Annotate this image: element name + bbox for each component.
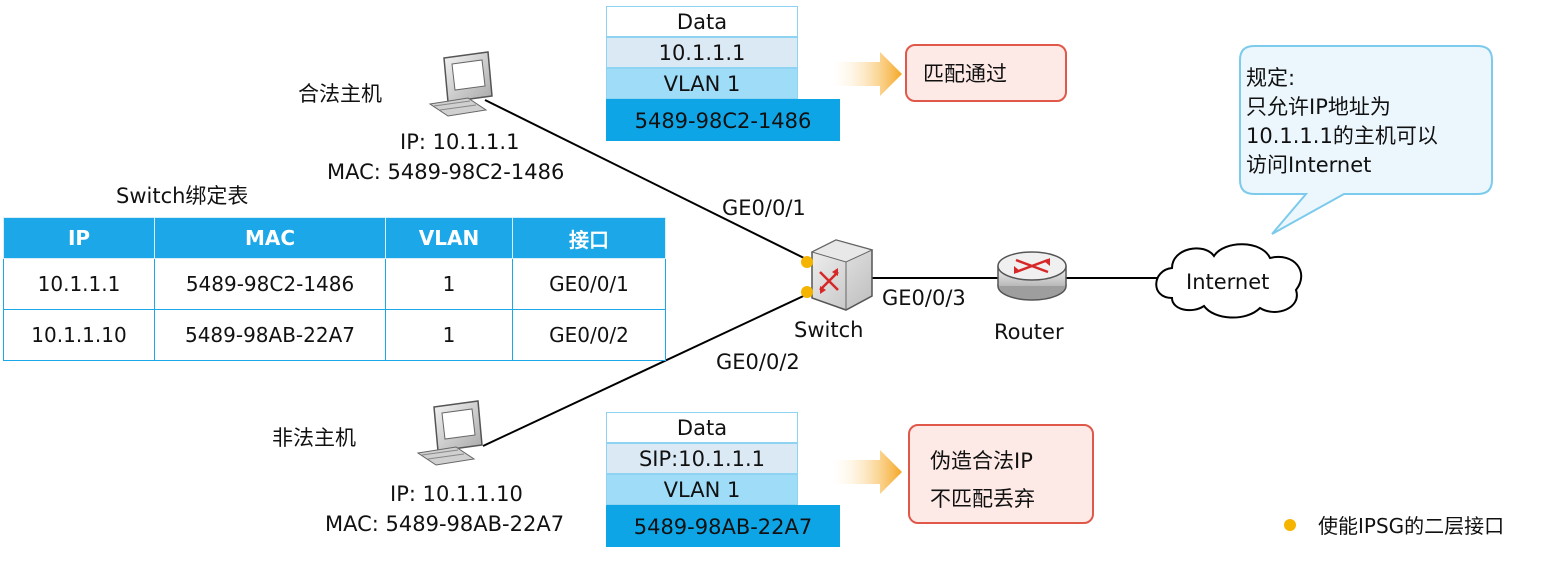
arrow-bottom (832, 450, 902, 494)
internet-cloud-icon (1155, 243, 1303, 319)
callout-line-2: 只允许IP地址为 (1246, 95, 1391, 119)
port-label-ge003: GE0/0/3 (882, 286, 966, 310)
callout-line-4: 访问Internet (1246, 153, 1372, 177)
switch-icon (810, 239, 874, 311)
packet-mac-field: 5489-98C2-1486 (606, 99, 840, 141)
packet-vlan-field: VLAN 1 (606, 474, 798, 505)
legend-text: 使能IPSG的二层接口 (1318, 514, 1505, 538)
table-row: 10.1.1.1 5489-98C2-1486 1 GE0/0/1 (3, 258, 666, 310)
cell-mac: 5489-98C2-1486 (154, 258, 386, 310)
packet-data-field: Data (606, 412, 798, 443)
port-label-ge001: GE0/0/1 (722, 196, 806, 220)
legend-dot-icon (1284, 518, 1296, 531)
cell-port: GE0/0/1 (512, 258, 666, 310)
legal-host-icon (428, 51, 493, 117)
legend: 使能IPSG的二层接口 (1284, 510, 1504, 539)
cell-port: GE0/0/2 (512, 309, 666, 361)
col-header-vlan: VLAN (385, 217, 513, 259)
packet-illegal: Data SIP:10.1.1.1 VLAN 1 5489-98AB-22A7 (606, 412, 840, 547)
illegal-host-icon (416, 400, 483, 466)
binding-table-title: Switch绑定表 (116, 184, 249, 208)
result-drop-line1: 伪造合法IP (930, 449, 1033, 473)
rule-callout-bubble (1239, 45, 1493, 235)
packet-mac-field: 5489-98AB-22A7 (606, 505, 840, 547)
packet-legal: Data 10.1.1.1 VLAN 1 5489-98C2-1486 (606, 6, 840, 141)
packet-ip-field: SIP:10.1.1.1 (606, 443, 798, 474)
cell-mac: 5489-98AB-22A7 (154, 309, 386, 361)
ipsg-port-dot-2 (801, 286, 813, 298)
switch-label: Switch (794, 318, 864, 342)
result-drop-line2: 不匹配丢弃 (930, 487, 1035, 511)
col-header-port: 接口 (512, 217, 666, 259)
illegal-host-label: 非法主机 (272, 426, 356, 450)
illegal-host-ip: IP: 10.1.1.10 (390, 482, 523, 506)
link-illegal-host-switch (482, 291, 813, 447)
router-label: Router (994, 320, 1064, 344)
callout-line-3: 10.1.1.1的主机可以 (1246, 124, 1438, 148)
col-header-ip: IP (3, 217, 155, 259)
result-pass-text: 匹配通过 (923, 62, 1007, 86)
ipsg-port-dot-1 (801, 256, 813, 268)
rule-callout-text: 规定: 只允许IP地址为 10.1.1.1的主机可以 访问Internet (1246, 64, 1438, 180)
callout-line-1: 规定: (1246, 66, 1296, 90)
cell-ip: 10.1.1.10 (3, 309, 155, 361)
cell-vlan: 1 (385, 309, 513, 361)
table-row: 10.1.1.10 5489-98AB-22A7 1 GE0/0/2 (3, 309, 666, 361)
port-label-ge002: GE0/0/2 (716, 350, 800, 374)
illegal-host-mac: MAC: 5489-98AB-22A7 (325, 512, 565, 536)
legal-host-ip: IP: 10.1.1.1 (400, 130, 520, 154)
result-drop-box: 伪造合法IP 不匹配丢弃 (908, 424, 1094, 524)
binding-table: IP MAC VLAN 接口 10.1.1.1 5489-98C2-1486 1… (3, 217, 666, 361)
result-pass-box: 匹配通过 (905, 44, 1067, 102)
legal-host-mac: MAC: 5489-98C2-1486 (327, 160, 565, 184)
cell-ip: 10.1.1.1 (3, 258, 155, 310)
col-header-mac: MAC (154, 217, 386, 259)
legal-host-label: 合法主机 (298, 82, 382, 106)
packet-vlan-field: VLAN 1 (606, 68, 798, 99)
arrow-top (832, 52, 902, 96)
packet-ip-field: 10.1.1.1 (606, 37, 798, 68)
packet-data-field: Data (606, 6, 798, 37)
cell-vlan: 1 (385, 258, 513, 310)
link-legal-host-switch (484, 99, 813, 263)
internet-label: Internet (1186, 270, 1270, 294)
router-icon (997, 251, 1067, 301)
